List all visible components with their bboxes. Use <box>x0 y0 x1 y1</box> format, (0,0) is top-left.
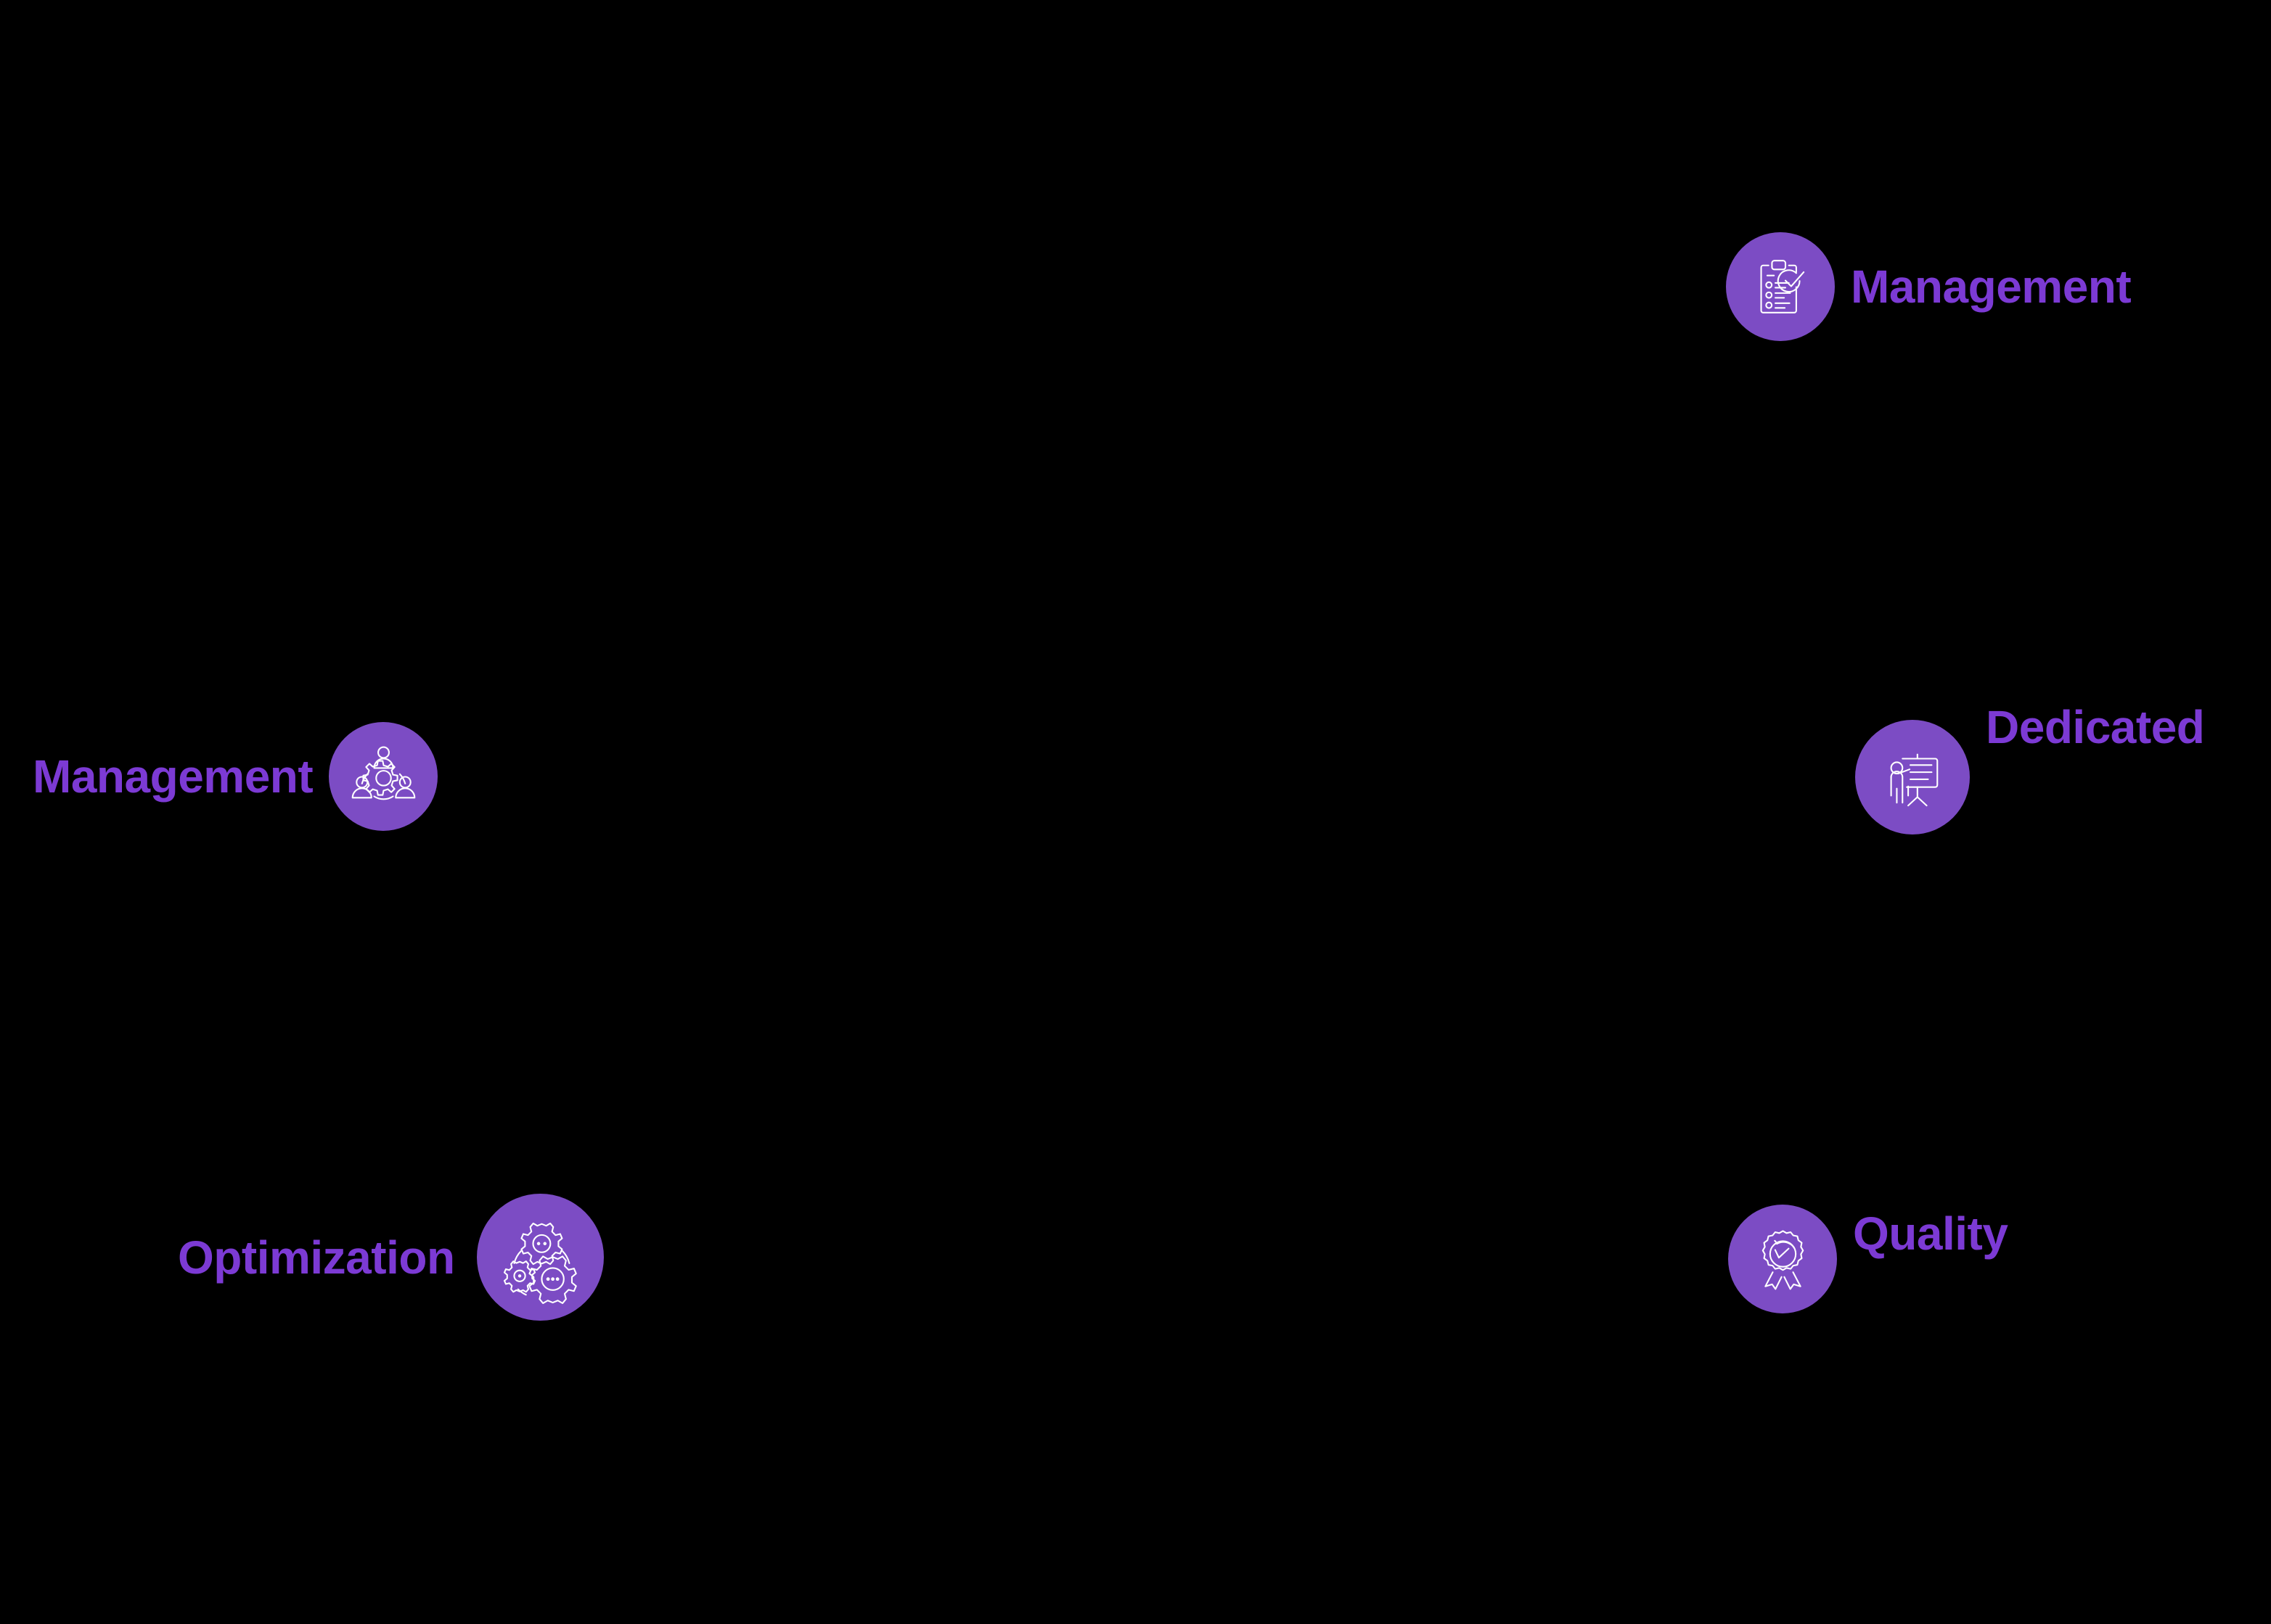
badge-label: Quality <box>1853 1207 2008 1260</box>
badge-optimization[interactable]: Optimization <box>178 1194 604 1321</box>
badge-dedicated[interactable]: Dedicated <box>1855 704 2205 834</box>
award-ribbon-check-icon <box>1728 1205 1837 1313</box>
badge-management-top[interactable]: Management <box>1726 232 2132 341</box>
badge-quality[interactable]: Quality <box>1728 1205 2008 1313</box>
badge-management-left[interactable]: Management <box>33 722 438 831</box>
gears-icon <box>476 1194 604 1321</box>
badge-label: Management <box>33 750 314 803</box>
presentation-training-icon <box>1855 720 1970 834</box>
badge-label: Optimization <box>178 1231 455 1284</box>
badge-label: Dedicated <box>1986 701 2205 753</box>
team-gear-icon <box>329 722 438 831</box>
clipboard-check-icon <box>1726 232 1835 341</box>
badge-label: Management <box>1851 261 2132 313</box>
